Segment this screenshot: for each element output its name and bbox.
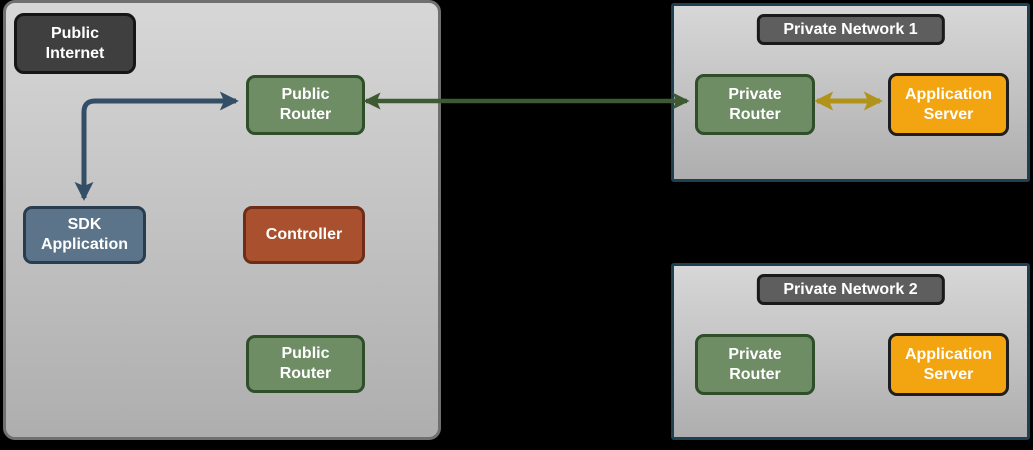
node-private-router-2: Private Router (695, 334, 815, 395)
node-application-server-1: Application Server (888, 73, 1009, 136)
private-network-2-label: Private Network 2 (756, 274, 945, 305)
zone-public-internet: Public Internet Public Router SDK Applic… (3, 0, 441, 440)
node-public-router-bottom: Public Router (246, 335, 365, 393)
zone-private-network-2: Private Network 2 Private Router Applica… (671, 263, 1030, 440)
private-network-1-label: Private Network 1 (756, 14, 945, 45)
node-public-router-top: Public Router (246, 75, 365, 135)
node-controller: Controller (243, 206, 365, 264)
node-sdk-application: SDK Application (23, 206, 146, 264)
zone-private-network-1: Private Network 1 Private Router Applica… (671, 3, 1030, 182)
node-application-server-2: Application Server (888, 333, 1009, 396)
node-private-router-1: Private Router (695, 74, 815, 135)
public-internet-label: Public Internet (14, 13, 136, 74)
